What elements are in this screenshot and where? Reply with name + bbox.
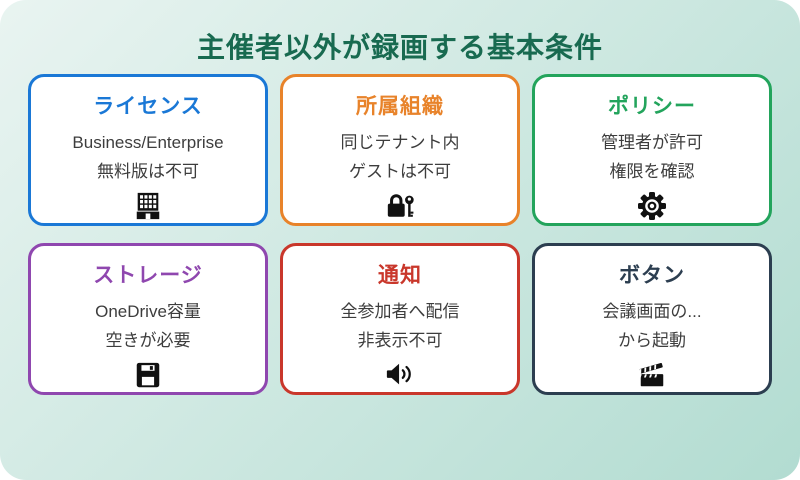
- card-policy-line2: 権限を確認: [609, 161, 695, 181]
- card-button-line1: 会議画面の...: [602, 302, 702, 321]
- card-license-title: ライセンス: [93, 95, 203, 118]
- card-storage: ストレージ OneDrive容量 空きが必要: [28, 243, 268, 395]
- card-storage-line1: OneDrive容量: [95, 302, 201, 321]
- card-license-line2: 無料版は不可: [97, 161, 199, 181]
- page-title: 主催者以外が録画する基本条件: [196, 32, 603, 63]
- card-button-line2: から起動: [618, 330, 686, 350]
- card-notification-line2: 非表示不可: [357, 330, 443, 350]
- card-license-line1: Business/Enterprise: [72, 133, 224, 152]
- clapperboard-icon: [636, 359, 668, 391]
- gear-icon: [636, 190, 668, 222]
- cards-grid: ライセンス Business/Enterprise 無料版は不可 所属組織: [0, 74, 800, 395]
- card-license: ライセンス Business/Enterprise 無料版は不可: [28, 74, 268, 226]
- card-button: ボタン 会議画面の... から起動: [532, 243, 772, 395]
- card-organization-line2: ゲストは不可: [349, 161, 451, 181]
- card-policy-title: ポリシー: [608, 95, 696, 118]
- card-notification: 通知 全参加者へ配信 非表示不可: [280, 243, 520, 395]
- card-organization: 所属組織 同じテナント内 ゲストは不可: [280, 74, 520, 226]
- building-icon: [132, 190, 164, 222]
- speaker-icon: [384, 359, 416, 391]
- card-storage-title: ストレージ: [93, 264, 203, 287]
- lock-and-key-icon: [384, 190, 416, 222]
- card-storage-line2: 空きが必要: [105, 330, 191, 350]
- floppy-disk-icon: [132, 359, 164, 391]
- card-notification-title: 通知: [378, 264, 422, 287]
- card-notification-line1: 全参加者へ配信: [340, 302, 460, 321]
- card-policy: ポリシー 管理者が許可 権限を確認: [532, 74, 772, 226]
- card-organization-title: 所属組織: [356, 95, 444, 118]
- card-policy-line1: 管理者が許可: [601, 133, 703, 152]
- card-button-title: ボタン: [619, 264, 685, 287]
- card-organization-line1: 同じテナント内: [340, 133, 460, 152]
